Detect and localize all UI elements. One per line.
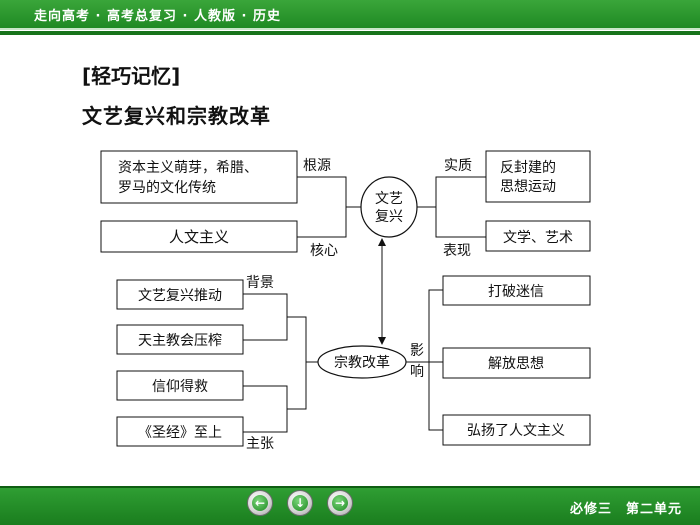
box-liberate-thought-text: 解放思想 — [488, 356, 544, 372]
arrow-right-icon: → — [332, 495, 348, 511]
box-catholic-oppression-text: 天主教会压榨 — [138, 332, 222, 349]
header-title: 走向高考 · 高考总复习 · 人教版 · 历史 — [34, 9, 281, 24]
node-renaissance — [360, 176, 418, 238]
header-divider-dark — [0, 31, 700, 35]
diagram-title: 文艺复兴和宗教改革 — [82, 104, 271, 128]
prev-slide-button[interactable]: ← — [247, 490, 273, 516]
box-promote-humanism-text: 弘扬了人文主义 — [467, 423, 565, 439]
box-catholic-oppression — [116, 324, 244, 355]
box-origin — [100, 150, 298, 204]
connector-influence-spine — [428, 289, 443, 431]
footer-unit-label: 必修三 第二单元 — [569, 502, 682, 517]
home-slide-button[interactable]: ↓ — [287, 490, 313, 516]
box-antifeudal — [485, 150, 591, 203]
next-slide-button[interactable]: → — [327, 490, 353, 516]
box-faith — [116, 370, 244, 401]
label-claims: 主张 — [246, 436, 274, 452]
label-influence-1: 影 — [410, 343, 424, 359]
section-heading: [轻巧记忆] — [82, 64, 181, 88]
box-origin-line1: 资本主义萌芽，希腊、 — [118, 160, 258, 176]
header-divider — [0, 28, 700, 30]
box-renaissance-push — [116, 279, 244, 310]
box-humanism — [100, 220, 298, 253]
box-literature-art-text: 文学、艺术 — [503, 230, 573, 246]
connector-left-spine — [287, 316, 307, 410]
box-break-superstition-text: 打破迷信 — [488, 283, 544, 300]
label-influence-2: 响 — [410, 364, 424, 380]
box-humanism-text: 人文主义 — [169, 228, 229, 246]
box-renaissance-push-text: 文艺复兴推动 — [138, 287, 222, 304]
box-faith-text: 信仰得救 — [152, 378, 208, 395]
box-antifeudal-line1: 反封建的 — [500, 160, 556, 176]
connector-background-bracket — [243, 293, 288, 341]
arrow-down-icon: ↓ — [292, 495, 308, 511]
header-bar: 走向高考 · 高考总复习 · 人教版 · 历史 — [0, 0, 700, 28]
label-core: 核心 — [310, 243, 338, 259]
footer-divider — [0, 486, 700, 488]
box-origin-line2: 罗马的文化传统 — [118, 180, 216, 196]
node-renaissance-line1: 文艺 — [375, 191, 403, 207]
box-literature-art — [485, 220, 591, 252]
node-reformation-text: 宗教改革 — [334, 355, 390, 371]
label-essence: 实质 — [444, 158, 472, 174]
label-background: 背景 — [246, 275, 274, 291]
box-bible — [116, 416, 244, 447]
label-expression: 表现 — [443, 243, 471, 259]
connector-right-upper — [435, 176, 486, 238]
node-renaissance-line2: 复兴 — [375, 208, 403, 225]
box-liberate-thought — [442, 347, 591, 379]
arrow-left-icon: ← — [252, 495, 268, 511]
box-antifeudal-line2: 思想运动 — [500, 179, 556, 195]
label-root: 根源 — [303, 158, 331, 174]
box-break-superstition — [442, 275, 591, 306]
connector-left-upper — [297, 176, 347, 238]
connector-claims-bracket — [243, 385, 288, 433]
box-bible-text: 《圣经》至上 — [138, 425, 222, 441]
box-promote-humanism — [442, 414, 591, 446]
